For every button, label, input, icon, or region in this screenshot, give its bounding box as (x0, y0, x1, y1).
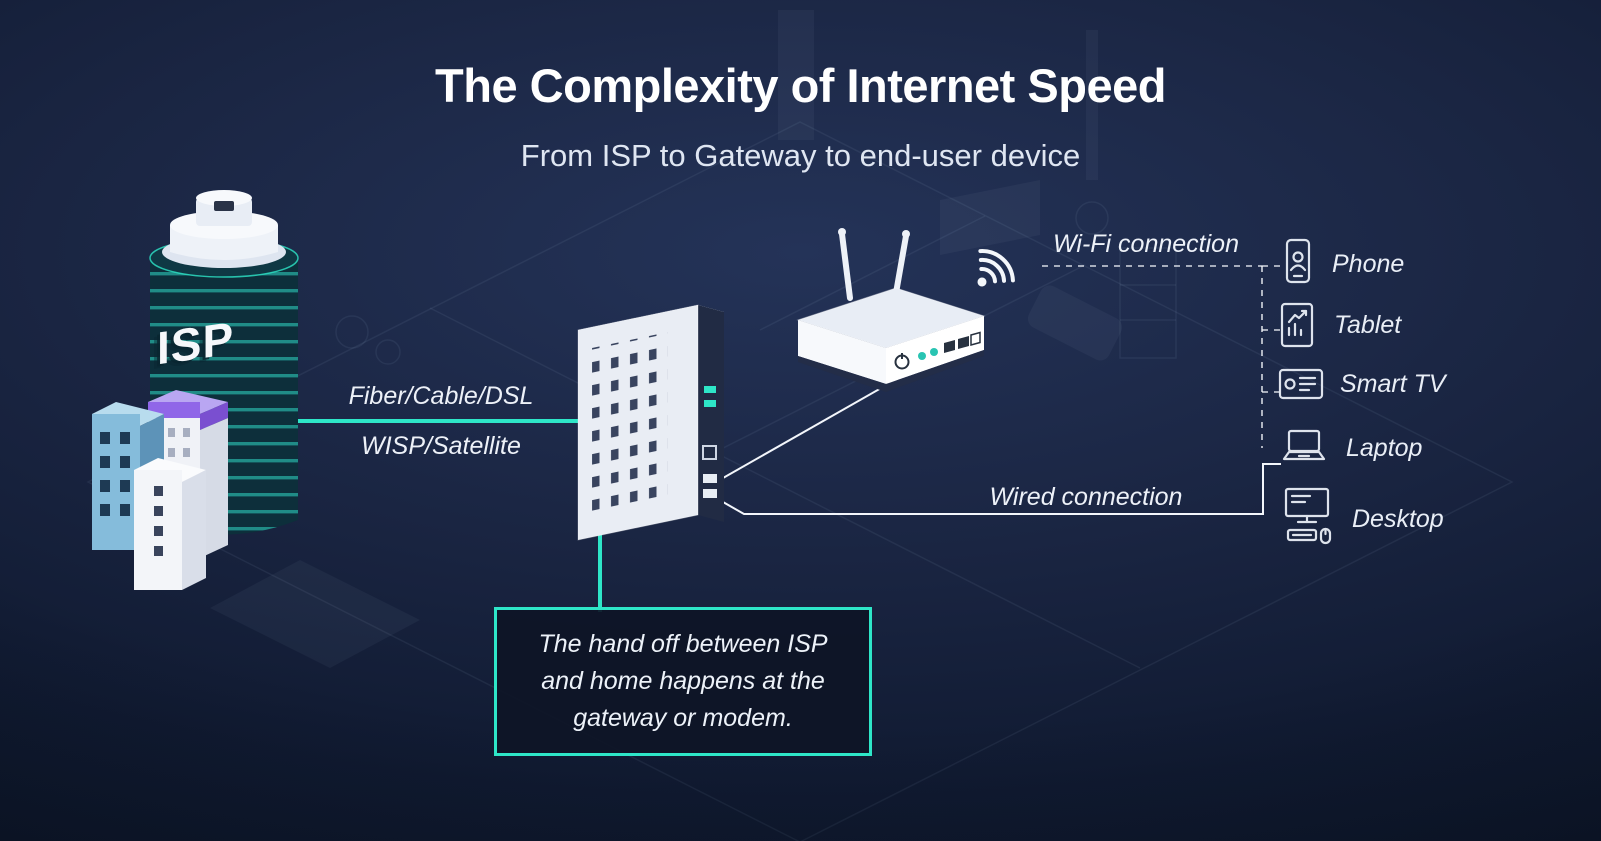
device-label: Tablet (1334, 310, 1402, 339)
device-label: Smart TV (1340, 369, 1446, 398)
router-antenna (839, 231, 853, 301)
device-label: Phone (1332, 249, 1405, 278)
phone-icon (1278, 237, 1316, 291)
wifi-connection-label: Wi-Fi connection (1053, 230, 1239, 258)
modem-led (704, 386, 716, 393)
modem-port (703, 474, 717, 483)
device-row-laptop: Laptop (1278, 426, 1422, 470)
isp-building-illustration (92, 190, 299, 590)
wifi-connection-dashed-line (1042, 265, 1281, 448)
device-label: Desktop (1352, 504, 1444, 533)
router-antenna (893, 233, 909, 296)
callout-text-line: and home happens at the (541, 667, 825, 695)
wifi-signal-icon (977, 249, 1015, 287)
callout-text-line: The hand off between ISP (538, 630, 828, 658)
city-buildings (92, 390, 228, 590)
callout-box: The hand off between ISP and home happen… (494, 607, 872, 756)
page-subtitle: From ISP to Gateway to end-user device (520, 138, 1081, 173)
router-illustration (796, 228, 1015, 392)
device-row-smart-tv: Smart TV (1278, 363, 1446, 405)
device-label: Laptop (1346, 433, 1423, 462)
device-row-phone: Phone (1278, 237, 1404, 291)
wired-connection-label: Wired connection (989, 483, 1183, 511)
smart-tv-icon (1278, 363, 1324, 405)
laptop-icon (1278, 426, 1330, 470)
link-label-wisp: WISP/Satellite (361, 432, 521, 460)
modem-port (703, 489, 717, 498)
callout-text-line: gateway or modem. (573, 704, 793, 732)
page-title: The Complexity of Internet Speed (435, 59, 1166, 112)
device-row-desktop: Desktop (1278, 487, 1444, 551)
router-port (970, 331, 981, 346)
desktop-icon (1278, 487, 1336, 551)
isp-building-label: ISP (157, 311, 235, 375)
gateway-modem-illustration (577, 304, 724, 541)
device-row-tablet: Tablet (1278, 300, 1401, 350)
modem-led (704, 400, 716, 407)
link-label-fiber: Fiber/Cable/DSL (348, 382, 534, 410)
router-led (930, 348, 938, 356)
tablet-icon (1278, 300, 1318, 350)
router-led (918, 352, 926, 360)
